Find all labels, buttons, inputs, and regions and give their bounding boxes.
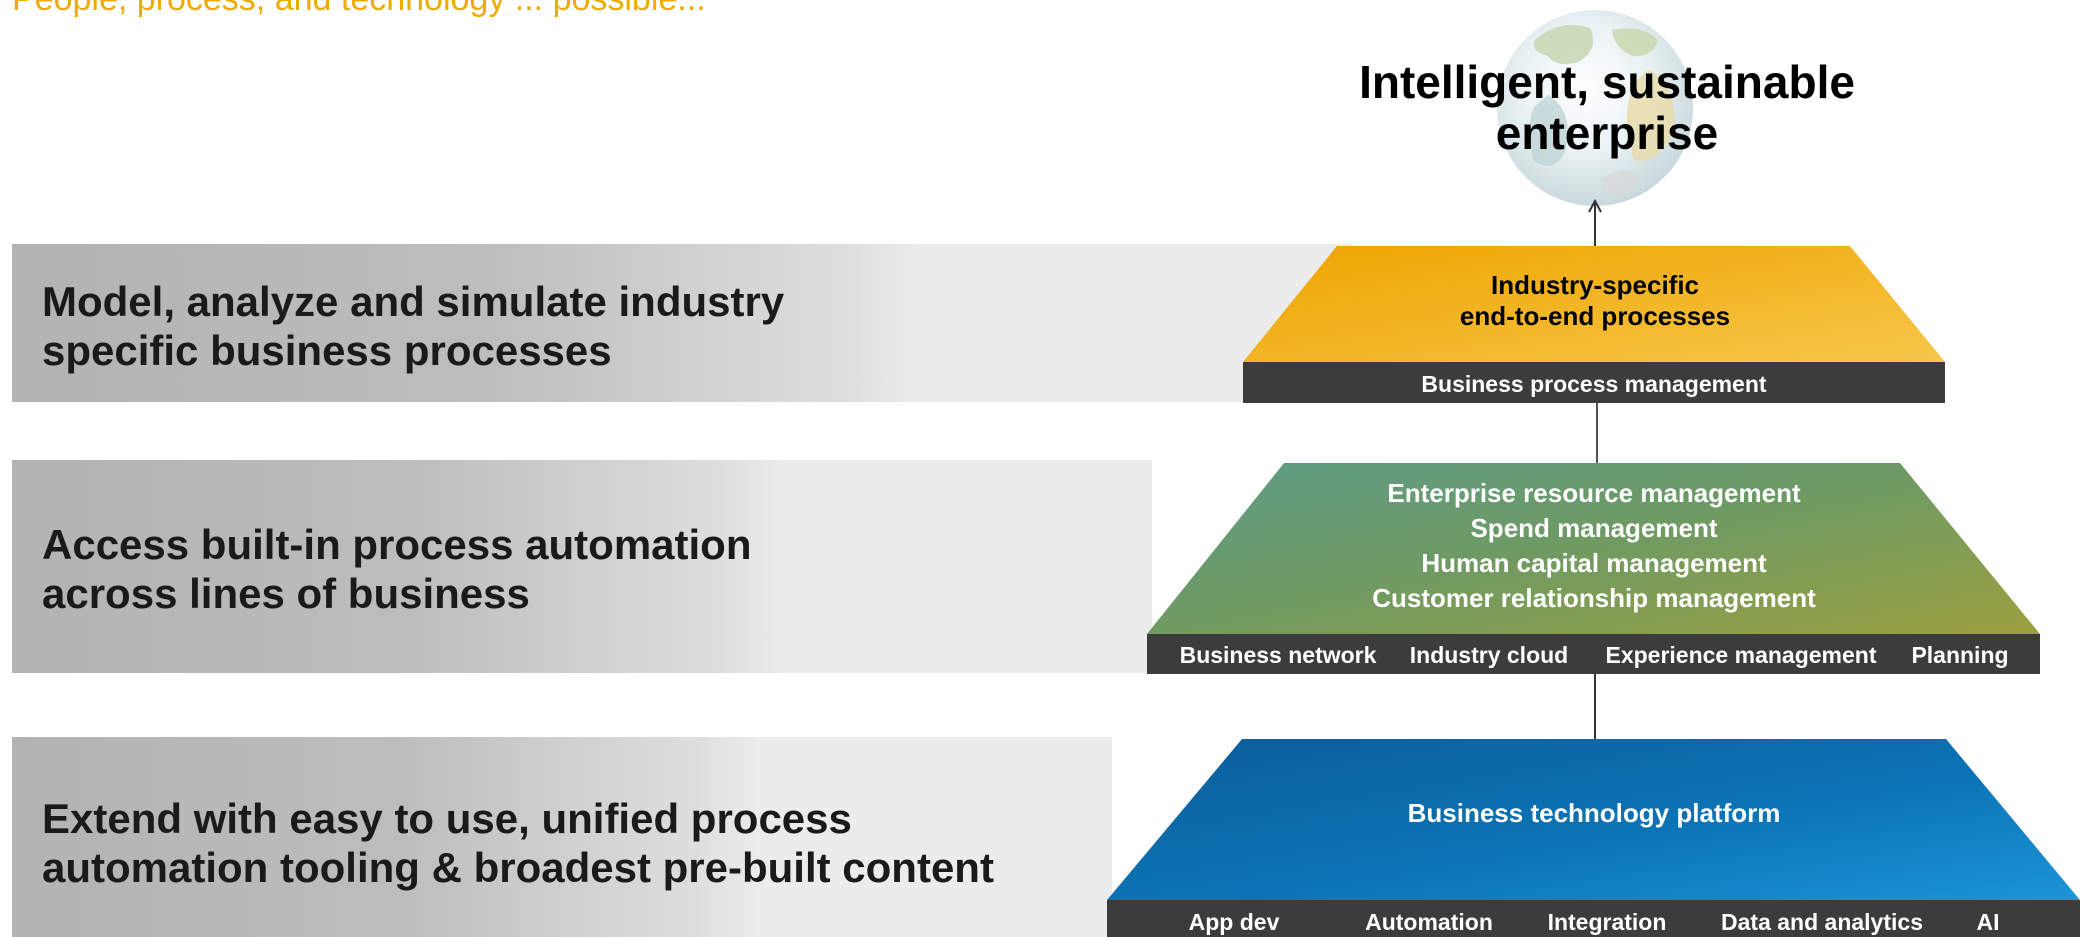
row-1-band: Model, analyze and simulate industry spe… xyxy=(12,244,1352,402)
layer-3-line-1: Business technology platform xyxy=(1408,798,1781,828)
layer-2-line-1: Enterprise resource management xyxy=(1387,478,1801,508)
row-3-description-line-1: Extend with easy to use, unified process xyxy=(42,795,852,842)
layer-2-line-2: Spend management xyxy=(1470,513,1717,543)
bar-item-business-process-management: Business process management xyxy=(1421,371,1766,397)
goal-title-line-2: enterprise xyxy=(1496,107,1718,159)
row-2-description-line-2: across lines of business xyxy=(42,570,530,617)
bar-item-app-dev: App dev xyxy=(1189,909,1280,935)
bar-item-business-network: Business network xyxy=(1180,642,1377,668)
bar-item-industry-cloud: Industry cloud xyxy=(1410,642,1568,668)
bar-business-process-management xyxy=(1243,362,1945,403)
bar-item-experience-management: Experience management xyxy=(1605,642,1876,668)
layer-1-line-2: end-to-end processes xyxy=(1460,301,1730,331)
bar-item-ai: AI xyxy=(1977,909,2000,935)
bar-platform-capabilities xyxy=(1107,900,2080,937)
layer-industry-processes xyxy=(1243,246,1945,362)
bar-lob-extensions xyxy=(1147,634,2040,674)
layer-1-line-1: Industry-specific xyxy=(1491,270,1699,300)
row-1-description: Model, analyze and simulate industry spe… xyxy=(42,277,784,375)
row-3-band: Extend with easy to use, unified process… xyxy=(12,737,1112,937)
goal-title-line-1: Intelligent, sustainable xyxy=(1359,56,1855,108)
row-1-description-line-1: Model, analyze and simulate industry xyxy=(42,278,785,325)
row-1-description-line-2: specific business processes xyxy=(42,327,612,374)
row-3-description: Extend with easy to use, unified process… xyxy=(42,794,994,892)
bar-item-planning: Planning xyxy=(1911,642,2008,668)
layer-technology-platform xyxy=(1107,739,2080,900)
layer-lines-of-business xyxy=(1147,463,2040,634)
row-2-description: Access built-in process automation acros… xyxy=(42,520,752,618)
arrow-head-icon xyxy=(1588,198,1602,213)
bar-item-automation: Automation xyxy=(1365,909,1493,935)
bar-item-data-and-analytics: Data and analytics xyxy=(1721,909,1923,935)
layer-2-line-3: Human capital management xyxy=(1421,548,1767,578)
top-caption: People, process, and technology ... poss… xyxy=(12,0,706,19)
row-3-description-line-2: automation tooling & broadest pre-built … xyxy=(42,844,994,891)
row-2-description-line-1: Access built-in process automation xyxy=(42,521,752,568)
globe-icon xyxy=(1497,10,1693,206)
row-2-band: Access built-in process automation acros… xyxy=(12,460,1152,673)
bar-item-integration: Integration xyxy=(1548,909,1667,935)
layer-2-line-4: Customer relationship management xyxy=(1372,583,1816,613)
